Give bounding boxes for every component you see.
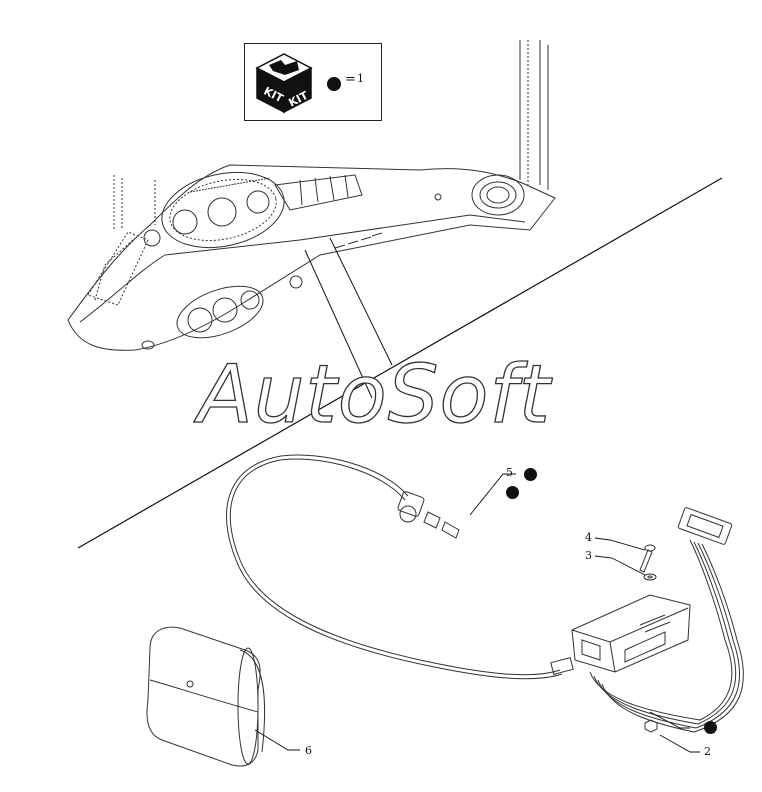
kit-cube-icon: KIT KIT: [255, 53, 313, 114]
kit-dot-clip: [506, 486, 519, 499]
callout-5: 5: [506, 466, 513, 479]
clip-part: [423, 511, 441, 529]
callout-leaders: [254, 473, 700, 753]
kit-dot-5: [524, 468, 537, 481]
kit-marker-dot: [327, 77, 341, 91]
dashboard-illustration: [67, 40, 556, 351]
callout-2: 2: [704, 745, 711, 758]
kit-legend: KIT KIT = 1: [244, 43, 382, 121]
manual-pouch: [146, 626, 266, 767]
leader-lines: [304, 237, 393, 399]
kit-equals: =: [345, 72, 356, 87]
kit-dot-module: [704, 721, 717, 734]
kit-number: 1: [357, 72, 364, 85]
control-module: [571, 507, 744, 733]
section-line: [77, 177, 723, 549]
cable-assembly: [225, 454, 574, 680]
callout-6: 6: [305, 744, 312, 757]
callout-3: 3: [585, 549, 592, 562]
callout-4: 4: [585, 531, 592, 544]
watermark: AutoSoft: [197, 347, 551, 441]
